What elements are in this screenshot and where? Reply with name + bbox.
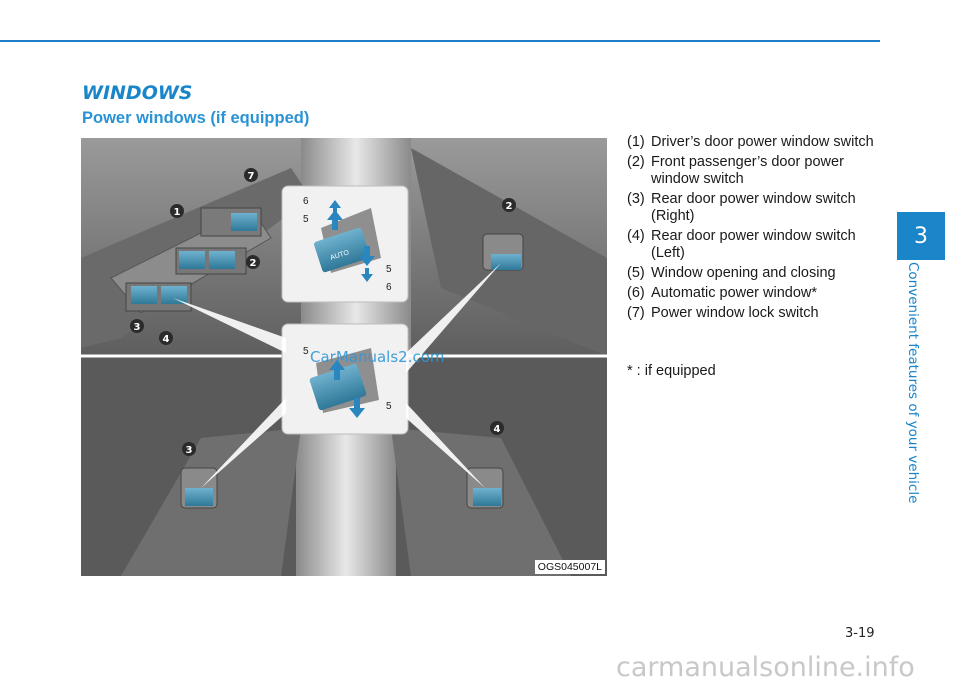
section-title: WINDOWS bbox=[82, 82, 193, 104]
legend-text: Rear door power window switch (Left) bbox=[651, 228, 856, 261]
legend-num: (4) bbox=[627, 228, 645, 244]
detail-label-6b: 6 bbox=[386, 282, 392, 293]
footnote: * : if equipped bbox=[627, 363, 716, 379]
callout-1: 1 bbox=[174, 207, 181, 218]
legend-num: (3) bbox=[627, 191, 645, 207]
chapter-tab: 3 bbox=[897, 212, 945, 260]
detail-label-5b: 5 bbox=[386, 264, 392, 275]
detail-label-5: 5 bbox=[303, 214, 309, 225]
legend-text: Front passenger’s door power window swit… bbox=[651, 154, 844, 187]
callout-2: 2 bbox=[250, 258, 257, 269]
watermark: CarManuals2.com bbox=[310, 348, 445, 366]
figure-illustration: 1 2 3 4 7 2 3 4 6 5 5 6 5 5 AUTO bbox=[81, 138, 607, 576]
callout-3: 3 bbox=[134, 322, 141, 333]
header-rule bbox=[0, 40, 880, 42]
page-number: 3-19 bbox=[845, 626, 875, 641]
callout-7: 7 bbox=[248, 171, 255, 182]
legend-text: Window opening and closing bbox=[651, 265, 836, 281]
window-switch-figure: 1 2 3 4 7 2 3 4 6 5 5 6 5 5 AUTO OGS0450… bbox=[81, 138, 607, 576]
legend-item: (6) Automatic power window* bbox=[627, 285, 877, 302]
legend-num: (1) bbox=[627, 134, 645, 150]
legend-text: Power window lock switch bbox=[651, 305, 819, 321]
callout-markers: 1 2 3 4 7 2 3 4 bbox=[130, 168, 516, 456]
legend-item: (1) Driver’s door power window switch bbox=[627, 134, 877, 151]
callout-3b: 3 bbox=[186, 445, 193, 456]
detail-label-5d: 5 bbox=[386, 401, 392, 412]
legend-item: (3) Rear door power window switch (Right) bbox=[627, 191, 877, 225]
legend-num: (5) bbox=[627, 265, 645, 281]
legend-item: (4) Rear door power window switch (Left) bbox=[627, 228, 877, 262]
legend-list: (1) Driver’s door power window switch (2)… bbox=[627, 134, 877, 325]
footer-site-link[interactable]: carmanualsonline.info bbox=[616, 652, 915, 683]
legend-text: Automatic power window* bbox=[651, 285, 818, 301]
callout-4: 4 bbox=[163, 334, 170, 345]
detail-label-5c: 5 bbox=[303, 346, 309, 357]
legend-text: Rear door power window switch (Right) bbox=[651, 191, 856, 224]
legend-num: (6) bbox=[627, 285, 645, 301]
legend-item: (7) Power window lock switch bbox=[627, 305, 877, 322]
legend-num: (7) bbox=[627, 305, 645, 321]
figure-code: OGS045007L bbox=[534, 560, 605, 574]
legend-item: (2) Front passenger’s door power window s… bbox=[627, 154, 877, 188]
callout-4b: 4 bbox=[494, 424, 501, 435]
legend-text: Driver’s door power window switch bbox=[651, 134, 874, 150]
driver-switch-panel bbox=[110, 207, 272, 314]
subtitle: Power windows (if equipped) bbox=[82, 109, 310, 127]
legend-item: (5) Window opening and closing bbox=[627, 265, 877, 282]
callout-2b: 2 bbox=[506, 201, 513, 212]
legend-num: (2) bbox=[627, 154, 645, 170]
chapter-label: Convenient features of your vehicle bbox=[905, 262, 921, 504]
detail-label-6: 6 bbox=[303, 196, 309, 207]
